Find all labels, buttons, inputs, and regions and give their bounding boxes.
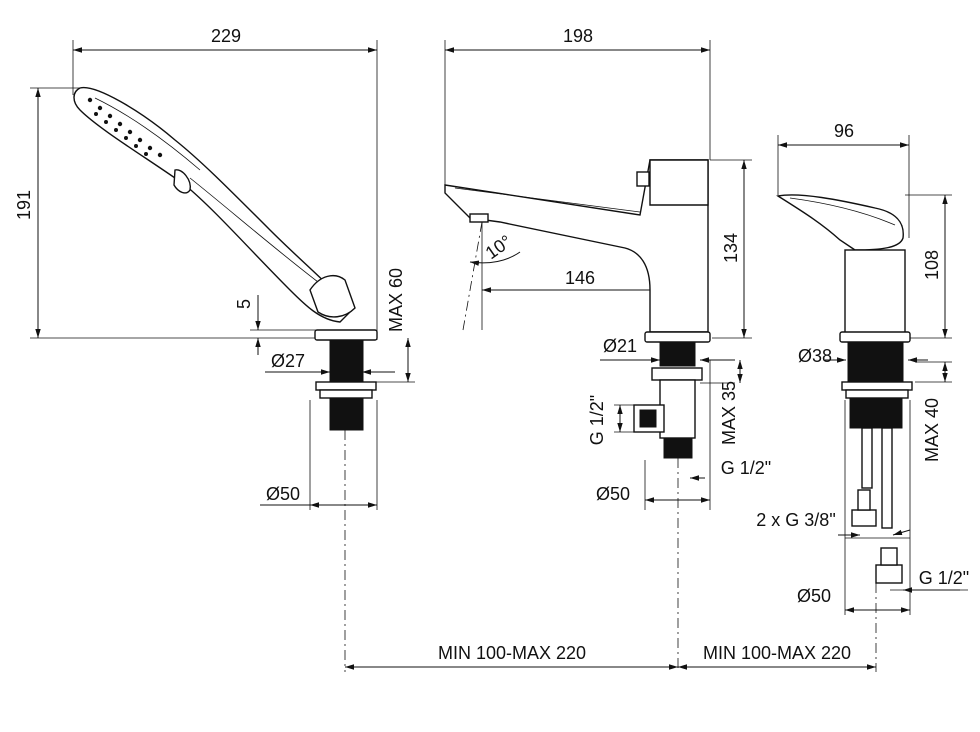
hand-shower-width-label: 229 [211,26,241,46]
spout-max-label: MAX 35 [719,381,739,445]
mixer-width-label: 96 [834,121,854,141]
hand-shower-max-label: MAX 60 [386,268,406,332]
mixer-diameter-top-label: Ø38 [798,346,832,366]
spout-angle-label: 10° [482,231,516,263]
hand-shower-diameter-top-label: Ø27 [271,351,305,371]
mixer-view: 96 108 Ø38 MAX 40 2 x G 3/8" G 1/2" Ø50 [756,121,969,672]
spout-height-label: 134 [721,233,741,263]
mixer-hose-thread-label: 2 x G 3/8" [756,510,835,530]
spout-diameter-top-label: Ø21 [603,336,637,356]
mixer-thread-bottom-label: G 1/2" [919,568,969,588]
hand-shower [73,86,378,672]
spout [444,159,711,672]
hand-shower-diameter-base-label: Ø50 [266,484,300,504]
mixer-max-label: MAX 40 [922,398,942,462]
spout-thread-side-label: G 1/2" [587,395,607,445]
spout-view: 198 134 146 10° Ø21 G 1/2" MAX 35 G 1/2"… [444,26,771,672]
spacing-left-label: MIN 100-MAX 220 [438,643,586,663]
mixer-height-label: 108 [922,250,942,280]
spacing-dimensions: MIN 100-MAX 220 MIN 100-MAX 220 [345,643,876,670]
hand-shower-view: 229 191 5 MAX 60 Ø27 Ø50 [14,26,415,672]
hand-shower-height-label: 191 [14,190,34,220]
spout-thread-bottom-label: G 1/2" [721,458,771,478]
spout-width-label: 198 [563,26,593,46]
mixer-diameter-base-label: Ø50 [797,586,831,606]
hand-shower-offset-label: 5 [234,299,254,309]
spout-reach-label: 146 [565,268,595,288]
spout-diameter-base-label: Ø50 [596,484,630,504]
mixer [776,194,913,672]
spacing-right-label: MIN 100-MAX 220 [703,643,851,663]
